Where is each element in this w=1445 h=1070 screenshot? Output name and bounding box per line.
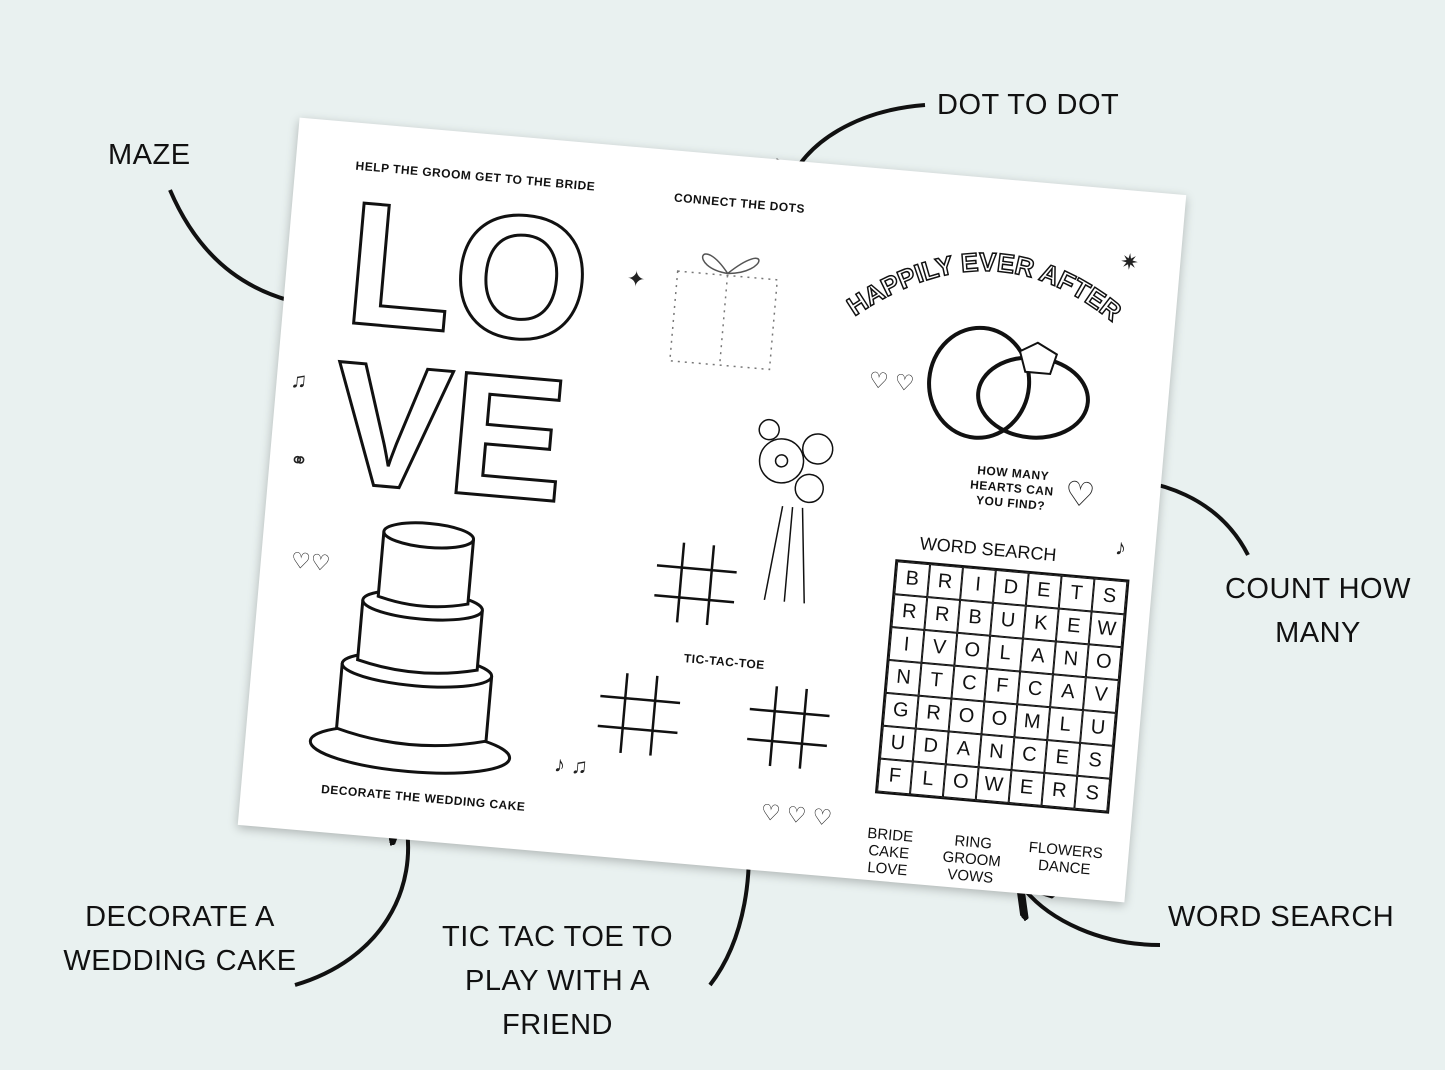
grid-cell[interactable]: R — [891, 594, 928, 630]
rings-icon: ⚭ — [288, 447, 310, 474]
grid-cell[interactable]: E — [1055, 608, 1092, 645]
grid-cell[interactable]: C — [1011, 737, 1048, 773]
grid-cell[interactable]: O — [954, 632, 991, 669]
callout-line: PLAY WITH A — [465, 965, 650, 997]
grid-cell[interactable]: A — [1050, 674, 1086, 711]
grid-cell[interactable]: O — [981, 701, 1018, 738]
grid-cell[interactable]: F — [984, 668, 1021, 705]
grid-cell[interactable]: E — [1044, 740, 1081, 776]
grid-cell[interactable]: O — [1085, 644, 1122, 681]
hearts-icon: ♡♡ — [289, 547, 332, 576]
hearts-icon: ♡ ♡ — [867, 367, 916, 397]
grid-cell[interactable]: L — [1047, 707, 1083, 743]
grid-cell[interactable]: V — [1082, 677, 1119, 713]
grid-cell[interactable]: T — [918, 662, 955, 699]
happily-ever-after-banner: HAPPILY EVER AFTER — [843, 233, 1132, 345]
callout-tic-tac-toe: TIC TAC TOE TO PLAY WITH A FRIEND — [420, 915, 695, 1047]
hearts-question: HOW MANY HEARTS CAN YOU FIND? — [968, 462, 1055, 514]
grid-cell[interactable]: U — [990, 602, 1026, 639]
music-note-icon: ♪ ♫ — [553, 751, 589, 780]
grid-cell[interactable]: M — [1014, 704, 1051, 741]
tic-tac-toe-board[interactable] — [647, 535, 745, 633]
grid-cell[interactable]: S — [1074, 775, 1111, 812]
grid-cell[interactable]: W — [975, 767, 1012, 803]
grid-cell[interactable]: K — [1022, 605, 1059, 642]
tic-tac-toe-title: TIC-TAC-TOE — [683, 651, 766, 673]
grid-cell[interactable]: B — [957, 599, 993, 636]
grid-cell[interactable]: R — [927, 564, 963, 600]
grid-cell[interactable]: I — [960, 567, 996, 603]
callout-line: WEDDING CAKE — [63, 945, 297, 977]
grid-cell[interactable]: O — [942, 764, 979, 801]
word-search-arrow — [1025, 890, 1161, 947]
grid-cell[interactable]: L — [987, 635, 1023, 672]
grid-cell[interactable]: E — [1008, 770, 1045, 806]
grid-cell[interactable]: W — [1088, 611, 1125, 648]
grid-cell[interactable]: U — [879, 725, 916, 762]
grid-cell[interactable]: N — [885, 659, 922, 696]
callout-line: TIC TAC TOE TO — [442, 921, 673, 953]
word-search-title: WORD SEARCH — [919, 533, 1058, 566]
music-note-icon: ♪ — [1114, 534, 1128, 561]
grid-cell[interactable]: N — [1052, 641, 1089, 678]
flower-bouquet — [758, 418, 834, 604]
callout-count-how-many: COUNT HOW MANY — [1208, 567, 1428, 655]
grid-cell[interactable]: D — [912, 728, 949, 765]
grid-cell[interactable]: A — [1020, 638, 1056, 675]
grid-cell[interactable]: A — [945, 731, 982, 768]
music-note-icon: ♫ — [289, 366, 309, 394]
fireworks-icon: ✷ — [1119, 248, 1140, 276]
grid-cell[interactable]: I — [888, 627, 925, 663]
grid-cell[interactable]: R — [915, 695, 952, 732]
grid-cell[interactable]: D — [992, 569, 1029, 606]
cake-arrow — [294, 818, 408, 987]
wedding-cake — [308, 521, 512, 775]
heart-icon: ♡ — [1063, 474, 1097, 516]
svg-text:LO: LO — [339, 177, 598, 381]
love-maze: LO VE — [323, 177, 599, 522]
grid-cell[interactable]: R — [924, 597, 961, 633]
grid-cell[interactable]: S — [1091, 578, 1128, 615]
grid-cell[interactable]: C — [951, 665, 988, 702]
grid-cell[interactable]: S — [1077, 742, 1113, 779]
wedding-rings — [927, 325, 1090, 440]
grid-cell[interactable]: L — [909, 761, 946, 798]
grid-cell[interactable]: O — [948, 698, 985, 735]
callout-cake: DECORATE A WEDDING CAKE — [55, 895, 305, 983]
grid-cell[interactable]: T — [1058, 575, 1095, 612]
callout-word-search: WORD SEARCH — [1168, 901, 1395, 933]
grid-cell[interactable]: V — [921, 629, 958, 666]
callout-line: MANY — [1275, 617, 1361, 649]
dots-title: CONNECT THE DOTS — [673, 190, 806, 216]
callout-line: DECORATE A — [85, 901, 275, 933]
maze-letters: VE — [325, 325, 575, 522]
grid-cell[interactable]: B — [894, 561, 931, 598]
sparkle-icon: ✦ — [625, 265, 647, 293]
word-list-item: LOVE — [866, 858, 908, 880]
grid-cell[interactable]: R — [1041, 772, 1078, 809]
grid-cell[interactable]: U — [1080, 710, 1116, 746]
tic-tac-toe-board[interactable] — [590, 666, 688, 764]
grid-cell[interactable]: F — [877, 758, 913, 795]
callout-line: FRIEND — [502, 1009, 613, 1041]
grid-cell[interactable]: C — [1017, 671, 1053, 708]
callout-maze: MAZE — [108, 139, 191, 171]
grid-cell[interactable]: E — [1025, 572, 1062, 609]
tic-tac-toe-board[interactable] — [740, 679, 838, 777]
hearts-icon: ♡ ♡ ♡ — [759, 799, 834, 831]
gift-dot-to-dot — [669, 253, 779, 371]
callout-dot-to-dot: DOT TO DOT — [937, 89, 1120, 121]
grid-cell[interactable]: N — [978, 734, 1015, 771]
grid-cell[interactable]: G — [882, 692, 919, 729]
callout-line: COUNT HOW — [1224, 573, 1411, 605]
activity-placemat: HELP THE GROOM GET TO THE BRIDE LO VE CO… — [237, 117, 1187, 903]
